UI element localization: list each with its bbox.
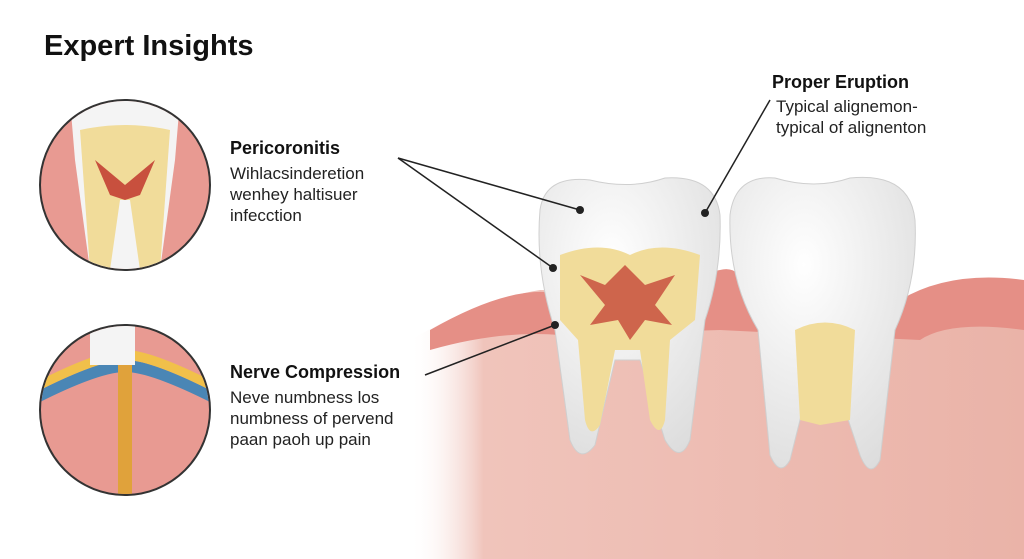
nerve-compression-callout: Nerve Compression Neve numbness los numb…	[230, 362, 400, 450]
erupted-tooth	[729, 176, 916, 470]
pericoronitis-inset	[39, 99, 211, 271]
pericoronitis-callout: Pericoronitis Wihlacsinderetion wenhey h…	[230, 138, 364, 226]
page-title: Expert Insights	[44, 30, 254, 62]
callout-line: Neve numbness los	[230, 388, 380, 407]
callout-heading: Proper Eruption	[772, 72, 910, 92]
leader-dots	[549, 206, 709, 329]
impacted-tooth	[538, 177, 721, 455]
proper-eruption-callout: Proper Eruption Typical alignemon- typic…	[772, 72, 926, 138]
callout-line: paan paoh up pain	[230, 430, 371, 449]
callout-line: Wihlacsinderetion	[230, 164, 365, 183]
callout-heading: Nerve Compression	[230, 362, 401, 382]
callout-line: infecction	[230, 206, 302, 225]
callout-heading: Pericoronitis	[230, 138, 341, 158]
callout-line: typical of alignenton	[776, 118, 927, 137]
callout-line: numbness of pervend	[230, 409, 394, 428]
callout-line: Typical alignemon-	[776, 97, 918, 116]
nerve-compression-inset	[39, 324, 211, 496]
callout-line: wenhey haltisuer	[230, 185, 358, 204]
leader-lines	[397, 99, 771, 376]
